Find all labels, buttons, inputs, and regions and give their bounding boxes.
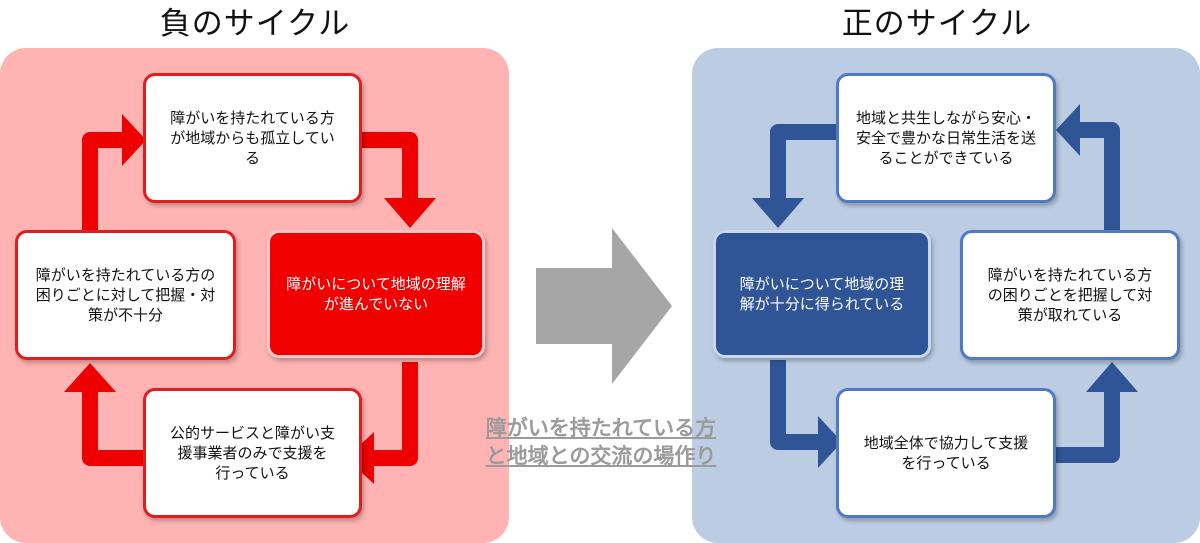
neg-arrow-right-to-bottom bbox=[372, 362, 418, 466]
neg-arrowhead-up bbox=[64, 363, 116, 392]
pos-arrowhead-up bbox=[1086, 362, 1138, 392]
pos-box-coexistence: 地域と共生しながら安心・ 安全で豊かな日常生活を送 ることができている bbox=[836, 73, 1056, 203]
neg-arrowhead-down bbox=[384, 198, 436, 228]
pos-box-measures-taken: 障がいを持たれている方 の困りごとを把握して対 策が取れている bbox=[960, 230, 1180, 360]
pos-arrow-top-to-left bbox=[770, 124, 838, 200]
pos-arrow-bottom-to-right bbox=[1055, 392, 1120, 463]
pos-box-measures-taken-text: 障がいを持たれている方 の困りごとを把握して対 策が取れている bbox=[987, 266, 1153, 324]
pos-box-community-support-text: 地域全体で協力して支援 を行っている bbox=[863, 434, 1029, 472]
pos-arrowhead-left bbox=[1056, 104, 1080, 156]
pos-arrowhead-right bbox=[818, 416, 842, 468]
neg-box-insufficient-measures-text: 障がいを持たれている方の 困りごとに対して把握・対 策が不十分 bbox=[35, 266, 216, 324]
center-caption: 障がいを持たれている方 と地域との交流の場作り bbox=[485, 416, 717, 468]
transition-arrow bbox=[536, 228, 672, 384]
pos-arrow-left-to-bottom bbox=[770, 360, 820, 450]
pos-box-coexistence-text: 地域と共生しながら安心・ 安全で豊かな日常生活を送 ることができている bbox=[855, 109, 1036, 167]
neg-arrow-top-to-right bbox=[362, 132, 418, 200]
neg-box-insufficient-measures: 障がいを持たれている方の 困りごとに対して把握・対 策が不十分 bbox=[15, 230, 236, 360]
neg-box-lack-of-understanding-text: 障がいについて地域の理解 が進んでいない bbox=[286, 275, 466, 313]
positive-cycle-title: 正のサイクル bbox=[841, 6, 1033, 42]
pos-box-community-support: 地域全体で協力して支援 を行っている bbox=[836, 388, 1056, 518]
pos-arrow-right-to-top bbox=[1076, 122, 1120, 230]
neg-box-public-services-only: 公的サービスと障がい支 援事業者のみで支援を 行っている bbox=[143, 388, 362, 518]
pos-box-understanding-gained: 障がいについて地域の理 解が十分に得られている bbox=[713, 230, 931, 358]
neg-arrow-left-to-top bbox=[82, 132, 125, 232]
negative-cycle-title: 負のサイクル bbox=[159, 6, 351, 42]
pos-box-understanding-gained-text: 障がいについて地域の理 解が十分に得られている bbox=[739, 275, 905, 313]
neg-box-public-services-only-text: 公的サービスと障がい支 援事業者のみで支援を 行っている bbox=[169, 424, 335, 482]
neg-box-isolated: 障がいを持たれている方 が地域からも孤立してい る bbox=[143, 73, 362, 203]
neg-arrow-bottom-to-left bbox=[82, 392, 143, 466]
neg-box-isolated-text: 障がいを持たれている方 が地域からも孤立してい る bbox=[170, 109, 335, 167]
neg-box-lack-of-understanding: 障がいについて地域の理解 が進んでいない bbox=[267, 230, 485, 358]
neg-arrowhead-right bbox=[122, 114, 146, 166]
pos-arrowhead-down bbox=[752, 198, 804, 228]
